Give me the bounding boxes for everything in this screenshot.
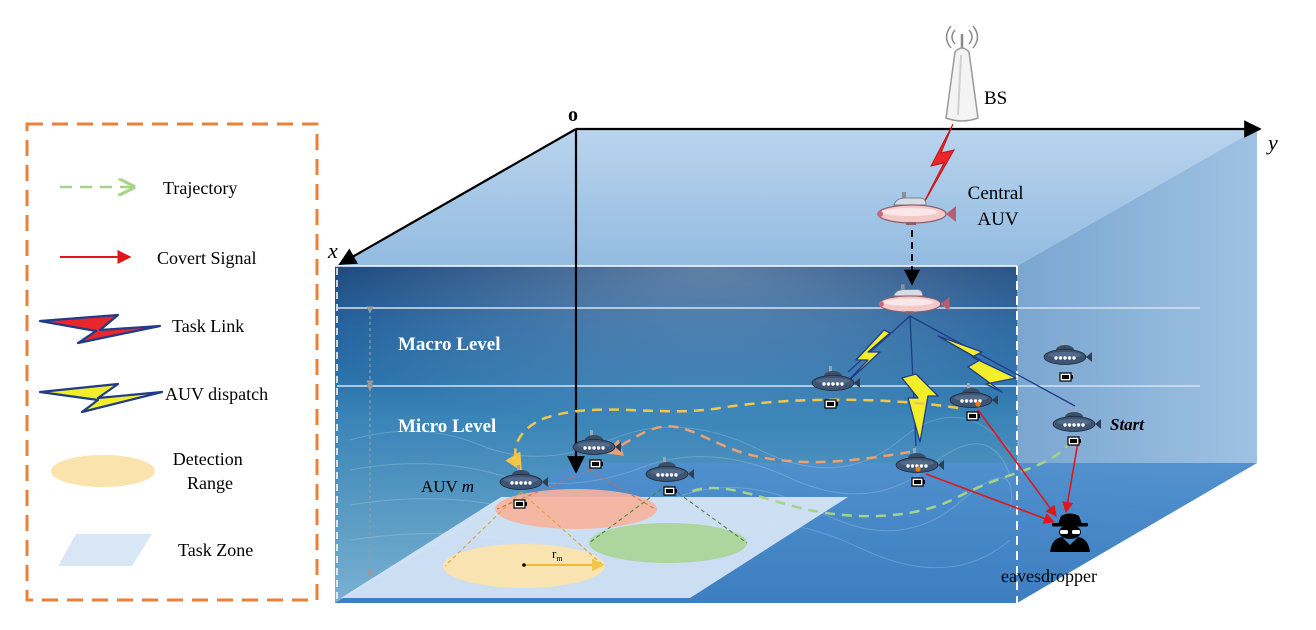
y-axis-label: y (1266, 130, 1278, 155)
trajectories (505, 398, 1074, 518)
eavesdropper-label: eavesdropper (1001, 566, 1097, 586)
base-station-tower-icon (945, 47, 979, 122)
central-auv: Central AUV (876, 183, 1029, 230)
legend-item-task-link: Task Link (38, 313, 244, 345)
legend: Trajectory Covert Signal Task Link AUV d… (25, 122, 319, 602)
trajectory-yellow (505, 398, 959, 472)
covert-signals (925, 409, 1079, 524)
start-label: Start (1110, 415, 1145, 434)
central-auv-line-1: Central (968, 183, 1024, 204)
legend-item-trajectory: Trajectory (60, 178, 237, 198)
box-edges (335, 265, 1200, 610)
eavesdropper: eavesdropper (1001, 513, 1097, 586)
legend-label-task-link: Task Link (172, 316, 244, 336)
task-link-icon (38, 313, 162, 345)
origin-label: o (568, 104, 578, 126)
micro-level-label: Micro Level (398, 416, 496, 437)
micro-auvs (499, 339, 1102, 509)
detection-cones (444, 469, 748, 567)
auv-m-label: AUV m (421, 477, 474, 496)
legend-label-covert-signal: Covert Signal (157, 248, 257, 268)
central-auv-line-2: AUV (977, 209, 1018, 230)
coordinate-axes: o x y (327, 104, 1278, 474)
auv-dispatch-bolts (842, 329, 1017, 443)
x-axis (338, 128, 577, 265)
legend-frame (25, 122, 319, 602)
legend-label-auv-dispatch: AUV dispatch (165, 384, 268, 404)
radius-label: rm (552, 546, 563, 563)
macro-level-label: Macro Level (398, 334, 501, 355)
task-zone-swatch (58, 534, 152, 566)
x-axis-label: x (327, 238, 338, 263)
detection-range-right (589, 523, 747, 563)
covert-signal-3 (1062, 441, 1079, 514)
legend-label-detection-range: Detection Range (173, 449, 247, 493)
detection-range-line-2: Range (187, 473, 233, 493)
dispatch-bolt-left (842, 329, 891, 387)
legend-item-task-zone: Task Zone (58, 534, 253, 566)
surface-plane (335, 129, 1257, 266)
legend-item-detection-range: Detection Range (51, 449, 247, 493)
covert-signal-2 (977, 409, 1057, 517)
trajectory-green (689, 439, 1074, 518)
covert-signal-1 (925, 473, 1056, 524)
detection-ranges: rm (443, 469, 748, 588)
central-auv-label: Central AUV (968, 183, 1029, 230)
antenna-signal-icon (945, 25, 979, 50)
legend-label-task-zone: Task Zone (178, 540, 253, 560)
bs-label: BS (984, 88, 1007, 109)
legend-item-auv-dispatch: AUV dispatch (38, 382, 268, 414)
legend-item-covert-signal: Covert Signal (60, 248, 257, 268)
detection-range-swatch (51, 455, 155, 487)
water-volume (335, 129, 1257, 603)
dispatch-bolt-right (937, 335, 1017, 393)
detection-range-center (495, 489, 657, 529)
legend-label-trajectory: Trajectory (163, 178, 237, 198)
base-station: BS (945, 25, 1007, 122)
radius-center-dot (522, 563, 526, 567)
dispatch-bolt-middle (901, 373, 939, 443)
auv-dispatch-icon (38, 382, 164, 414)
spy-icon (1050, 513, 1090, 552)
auv-position-dot (975, 401, 981, 407)
auv-position-dot (915, 466, 921, 472)
detection-range-line-1: Detection (173, 449, 243, 469)
